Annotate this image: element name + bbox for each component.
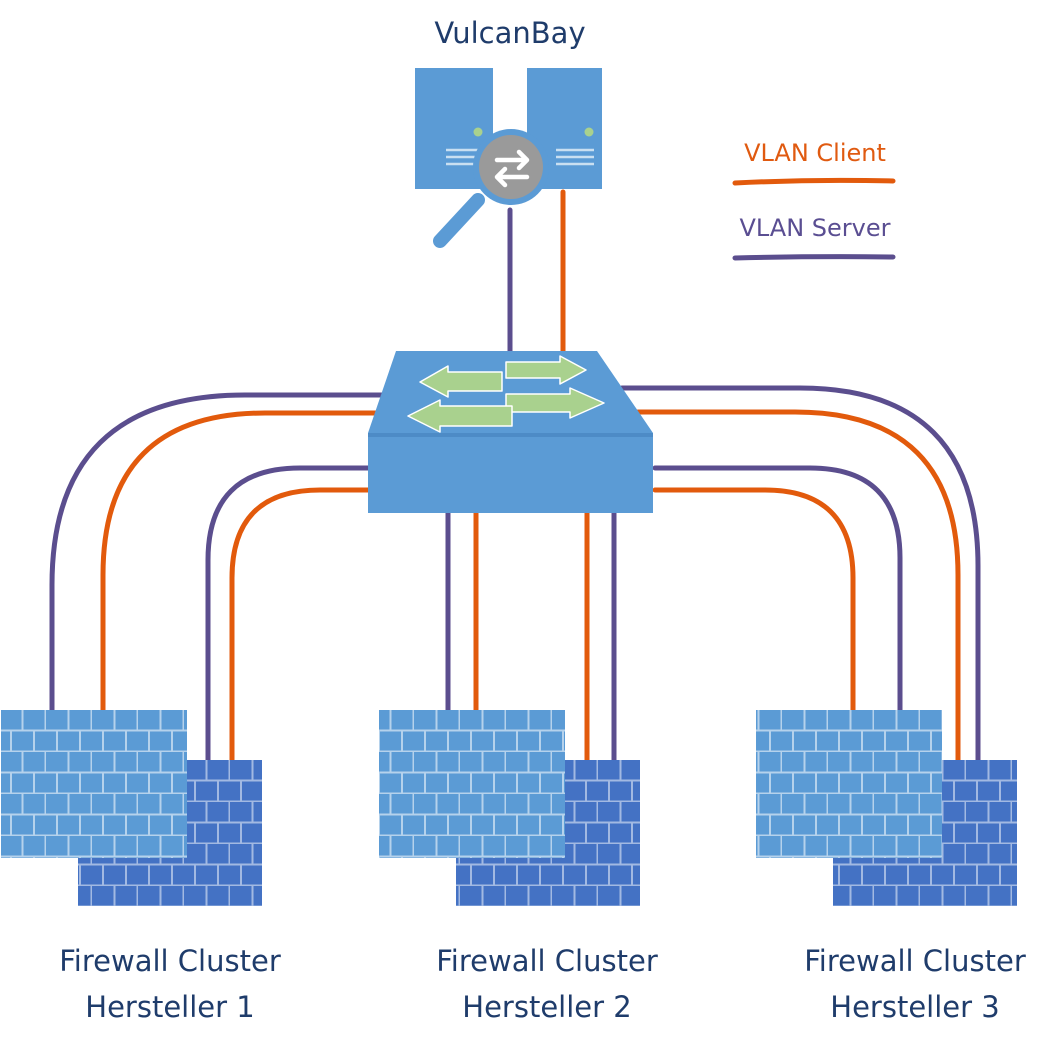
legend-server-line [732,254,896,261]
server-vlan-line [49,392,399,715]
firewall-icon [1,710,262,906]
firewall-icon [379,710,640,906]
client-vlan-line [635,409,961,765]
cluster-vendor: Hersteller 1 [85,990,255,1024]
cluster-label-2: Firewall Cluster Hersteller 2 [402,938,692,1030]
diagram-title: VulcanBay [434,16,586,50]
server-vlan-line [619,385,981,765]
client-vlan-line [100,410,388,715]
magnifier-icon [433,129,549,248]
cluster-name: Firewall Cluster [59,944,281,978]
client-vlan-line [229,487,371,765]
client-vlan-line [652,487,856,715]
cluster-name: Firewall Cluster [436,944,658,978]
cluster-name: Firewall Cluster [804,944,1026,978]
connection-lines [49,189,981,765]
server-vlan-line [205,465,371,765]
network-switch-icon [368,351,653,513]
cluster-label-1: Firewall Cluster Hersteller 1 [25,938,315,1030]
legend-client-label: VLAN Client [744,139,886,167]
server-vlan-line [652,465,903,715]
cluster-vendor: Hersteller 3 [830,990,1000,1024]
cluster-vendor: Hersteller 2 [462,990,632,1024]
legend-server-label: VLAN Server [739,214,891,242]
server-icon [415,68,602,189]
legend-client-line [732,177,896,186]
firewall-icon [756,710,1017,906]
cluster-label-3: Firewall Cluster Hersteller 3 [770,938,1060,1030]
